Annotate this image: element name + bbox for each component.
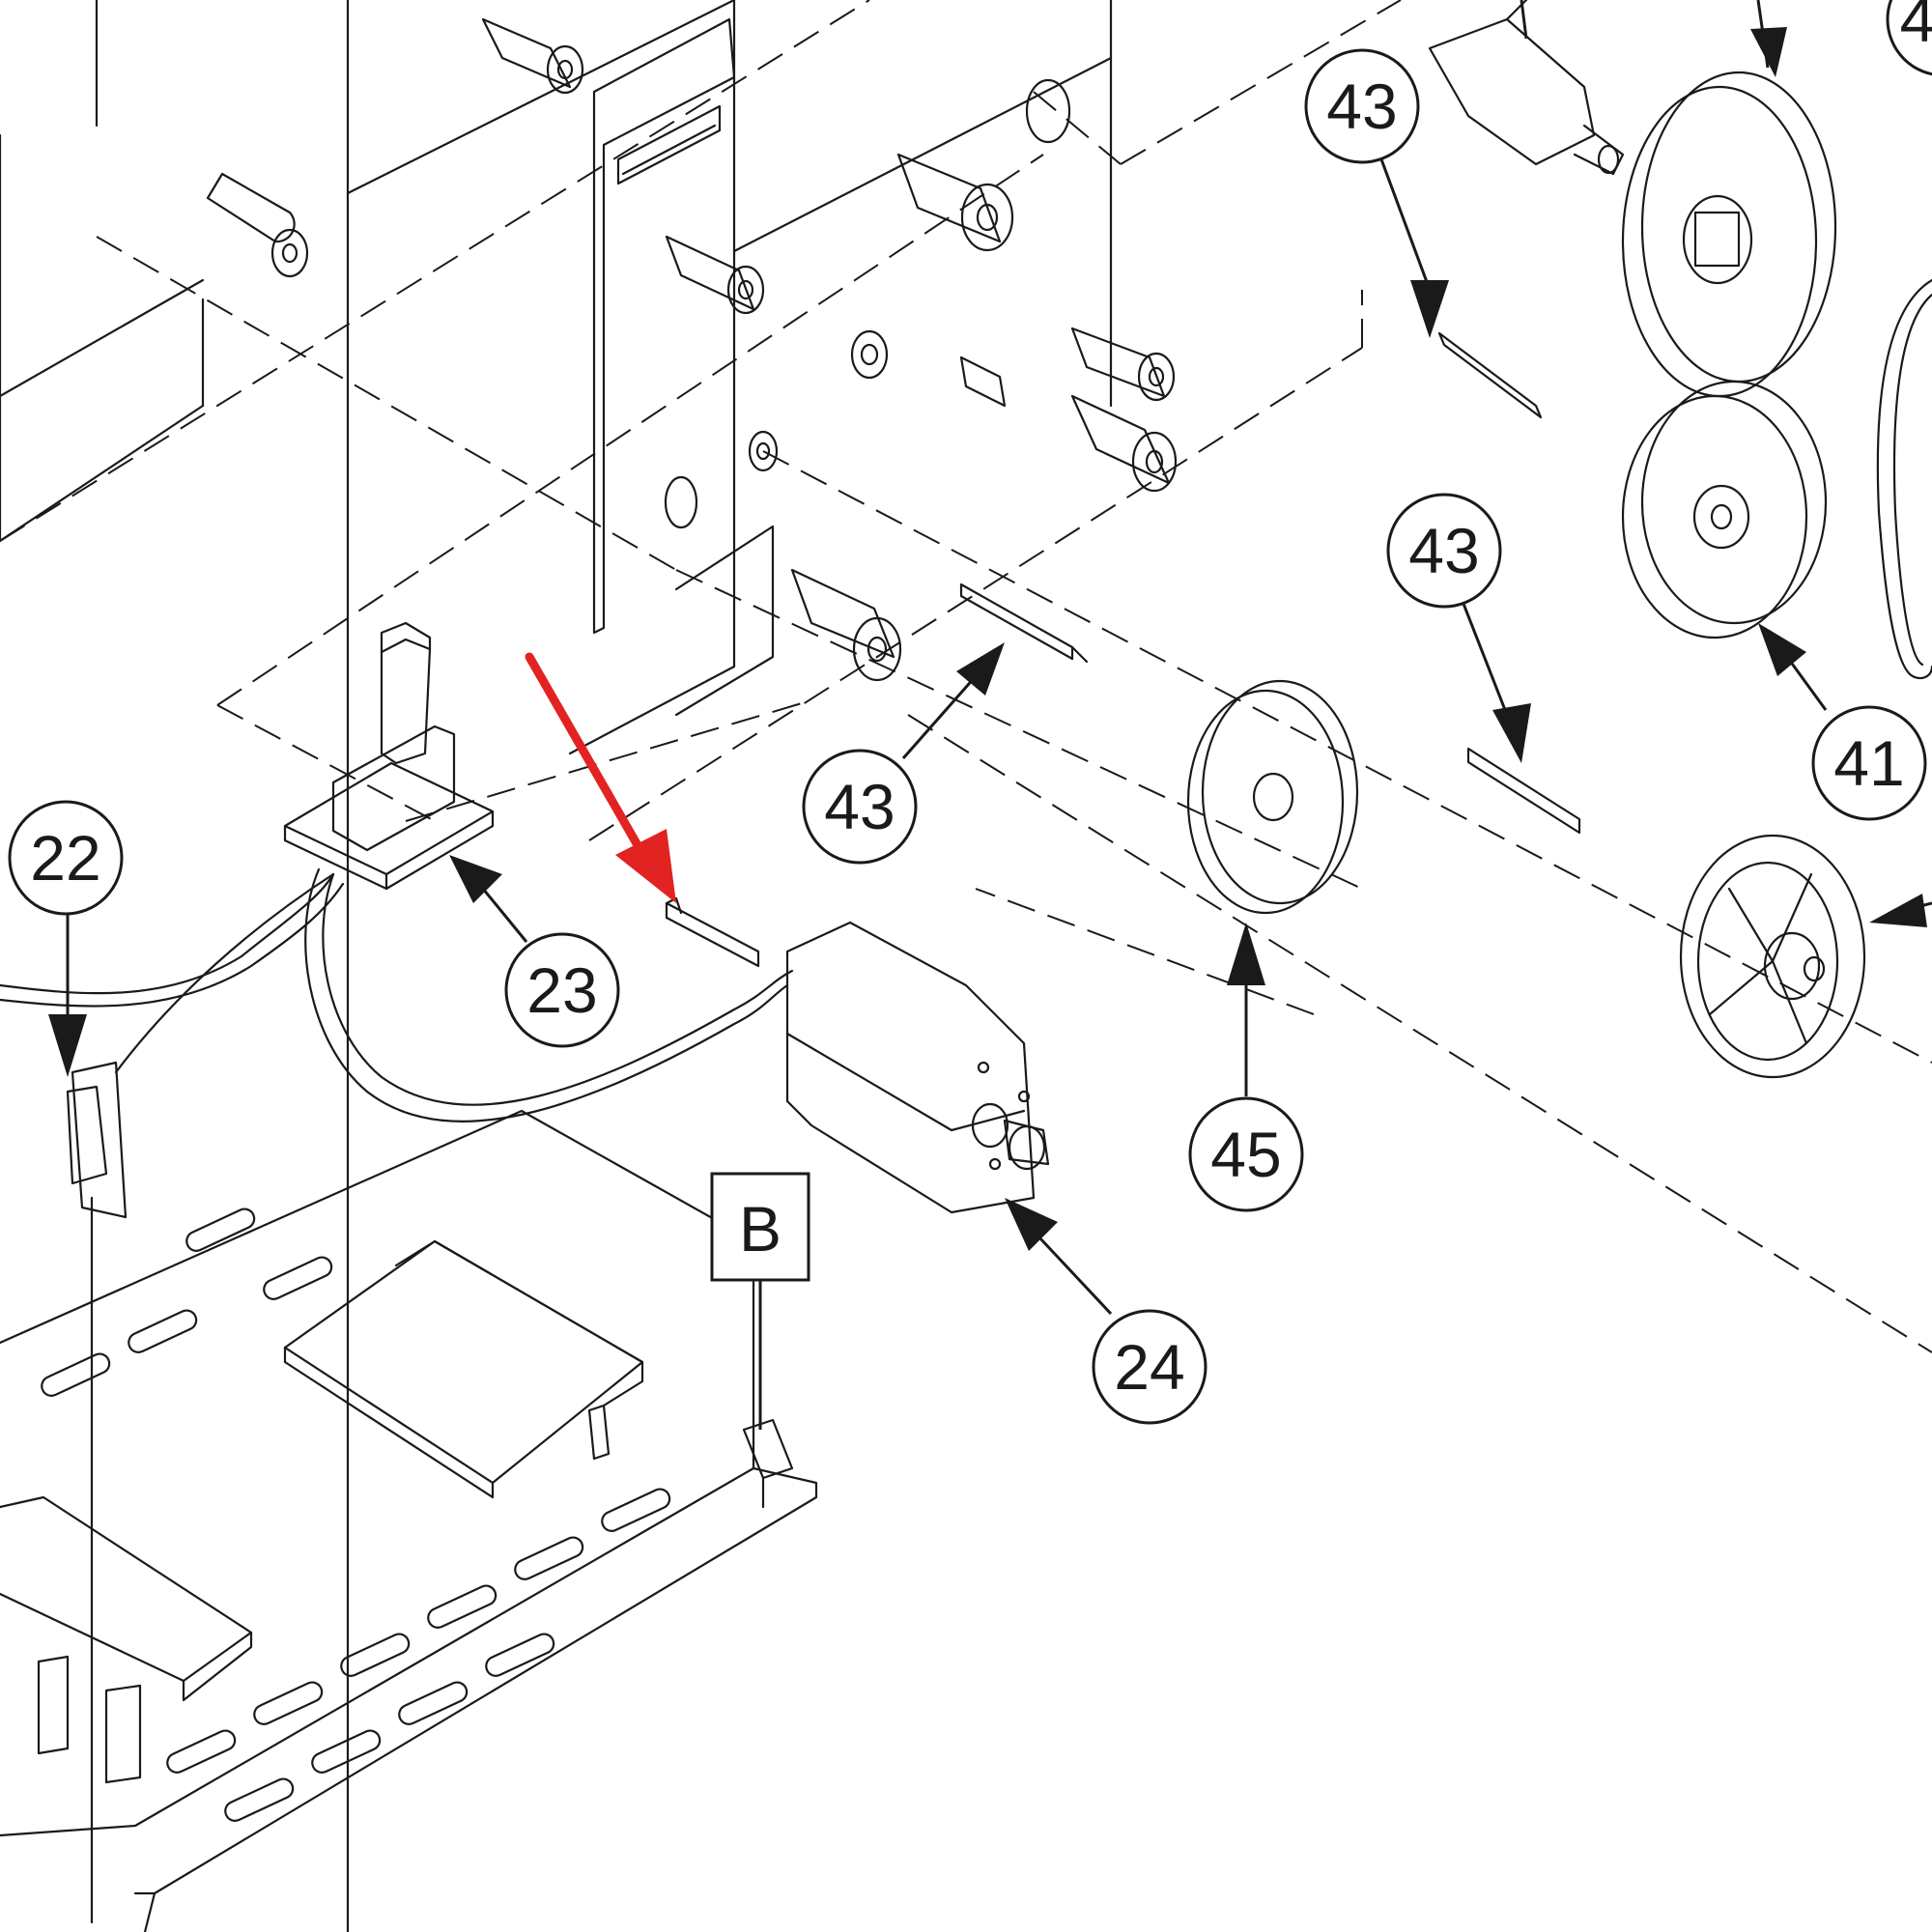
callout-arrowhead <box>1410 280 1449 338</box>
callout-43-mid: 43 <box>802 642 1005 865</box>
callout-arrowhead <box>1492 703 1531 763</box>
standoff-4 <box>896 153 1014 252</box>
callout-label-22: 22 <box>30 822 100 894</box>
highlight-arrow <box>525 652 676 903</box>
pins <box>959 331 1581 835</box>
callout-label-43: 43 <box>1326 71 1397 142</box>
callout-label-4: 4 <box>1900 0 1932 55</box>
callout-41: 41 <box>1758 623 1927 821</box>
callout-arrowhead <box>1227 923 1265 985</box>
standoff-7 <box>790 568 902 682</box>
drive-belt <box>1876 278 1932 680</box>
callout-24: 24 <box>1005 1198 1208 1425</box>
standoff-2 <box>481 17 584 95</box>
callout-label-41: 41 <box>1833 727 1904 799</box>
knurled-gear <box>1621 380 1828 639</box>
view-marker-label: B <box>739 1193 781 1264</box>
callout-arrowhead <box>1869 894 1927 927</box>
callout-label-43: 43 <box>824 771 895 842</box>
large-pulley <box>1621 71 1837 398</box>
switch-module <box>283 621 495 891</box>
callout-23: 23 <box>449 855 620 1048</box>
callout-4-partial: 4 <box>1520 0 1932 77</box>
base-tray <box>0 1109 818 1932</box>
callout-arrowhead <box>1005 1198 1058 1251</box>
bracket-plate <box>592 17 775 717</box>
lower-board <box>0 1495 253 1784</box>
callout-43-right: 43 <box>1386 493 1531 763</box>
standoff-6 <box>1070 394 1178 493</box>
small-gear <box>1186 679 1359 915</box>
callout-arrowhead <box>449 855 502 903</box>
standoff-1 <box>206 172 309 278</box>
callout-arrowhead <box>48 1014 87 1077</box>
callout-22: 22 <box>8 800 124 1077</box>
callout-arrowhead <box>1750 27 1787 77</box>
assembly-guide-lines <box>0 0 1932 1353</box>
callout-label-23: 23 <box>526 954 597 1026</box>
callout-label-24: 24 <box>1114 1331 1184 1403</box>
callout-label-45: 45 <box>1210 1119 1281 1190</box>
dc-motor <box>665 896 1050 1214</box>
tray-slots <box>41 1208 671 1822</box>
standoff-5 <box>1070 327 1176 402</box>
spoked-wheel <box>1679 834 1866 1079</box>
callout-45: 45 <box>1188 923 1304 1212</box>
callout-arrowhead <box>1758 623 1806 676</box>
chassis-frame <box>0 0 1113 1932</box>
view-marker-b: B <box>710 1172 810 1430</box>
tray-clip <box>742 1418 794 1509</box>
circuit-board <box>283 1239 644 1499</box>
callout-label-43: 43 <box>1408 515 1479 586</box>
standoff-set <box>206 17 1178 682</box>
callout-43-top: 43 <box>1304 48 1449 338</box>
sensor-assembly <box>1428 0 1625 176</box>
callout-arrow-wheel <box>1869 894 1932 927</box>
callout-arrowhead <box>956 642 1005 696</box>
standoff-3 <box>665 235 765 315</box>
